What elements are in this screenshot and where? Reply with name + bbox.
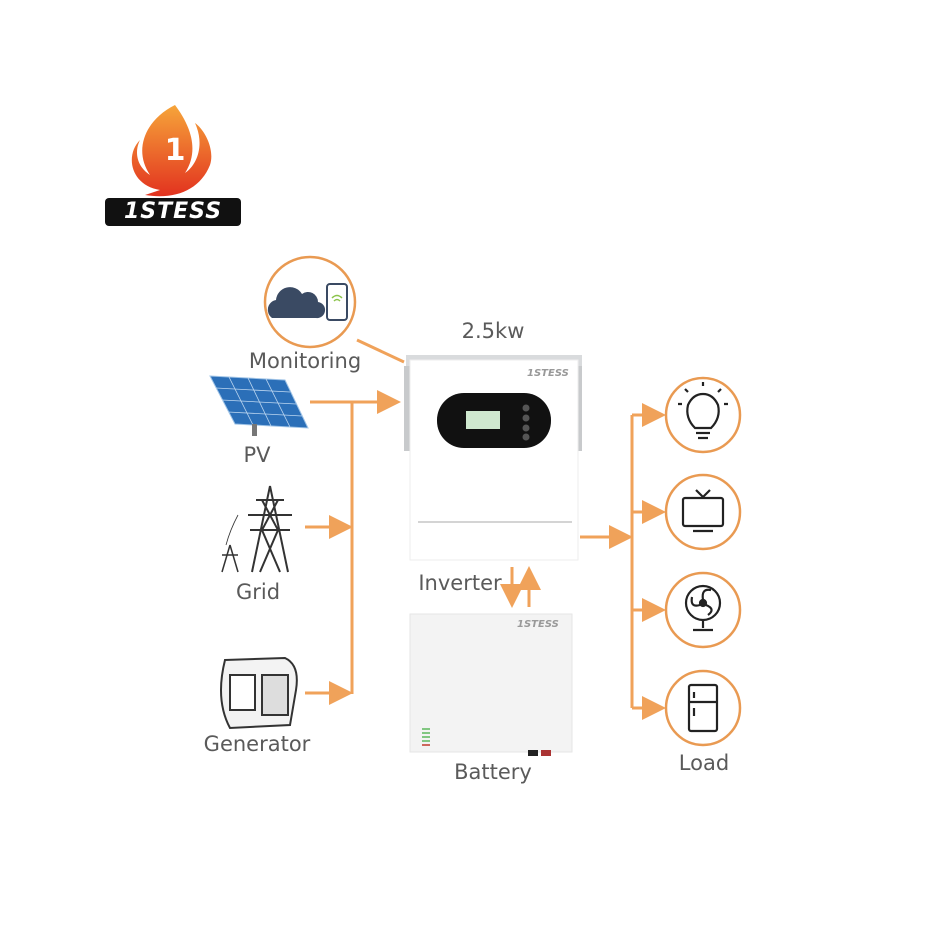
brand-wordmark: 1STESS [105,198,241,226]
generator-label: Generator [203,732,311,756]
load-circle-fan [664,571,742,649]
tv-icon [681,489,725,533]
monitoring-icon [263,255,357,349]
flame-logo-icon: 1 [131,105,212,197]
power-rating-label: 2.5kw [461,319,525,343]
inverter-device [404,355,582,561]
load-label: Load [678,751,730,775]
load-circle-tv [664,473,742,551]
brand-logo: 1 1STESS [105,95,245,230]
pv-label: PV [243,443,271,467]
monitoring-link [356,338,405,364]
light-bulb-icon [678,382,728,440]
generator-icon [220,656,298,730]
fan-icon [684,584,722,632]
refrigerator-icon [687,683,719,733]
battery-brand-label: 1STESS [517,619,559,630]
grid-label: Grid [235,580,281,604]
svg-text:1: 1 [165,133,186,168]
battery-device [409,613,573,756]
inverter-brand-label: 1STESS [527,368,569,379]
monitoring-label: Monitoring [248,349,362,373]
inverter-label: Inverter [418,571,502,595]
load-circle-light [664,376,742,454]
battery-label: Battery [454,760,532,784]
power-tower-icon [221,485,292,573]
solar-panel-icon [209,375,309,436]
load-circle-fridge [664,669,742,747]
